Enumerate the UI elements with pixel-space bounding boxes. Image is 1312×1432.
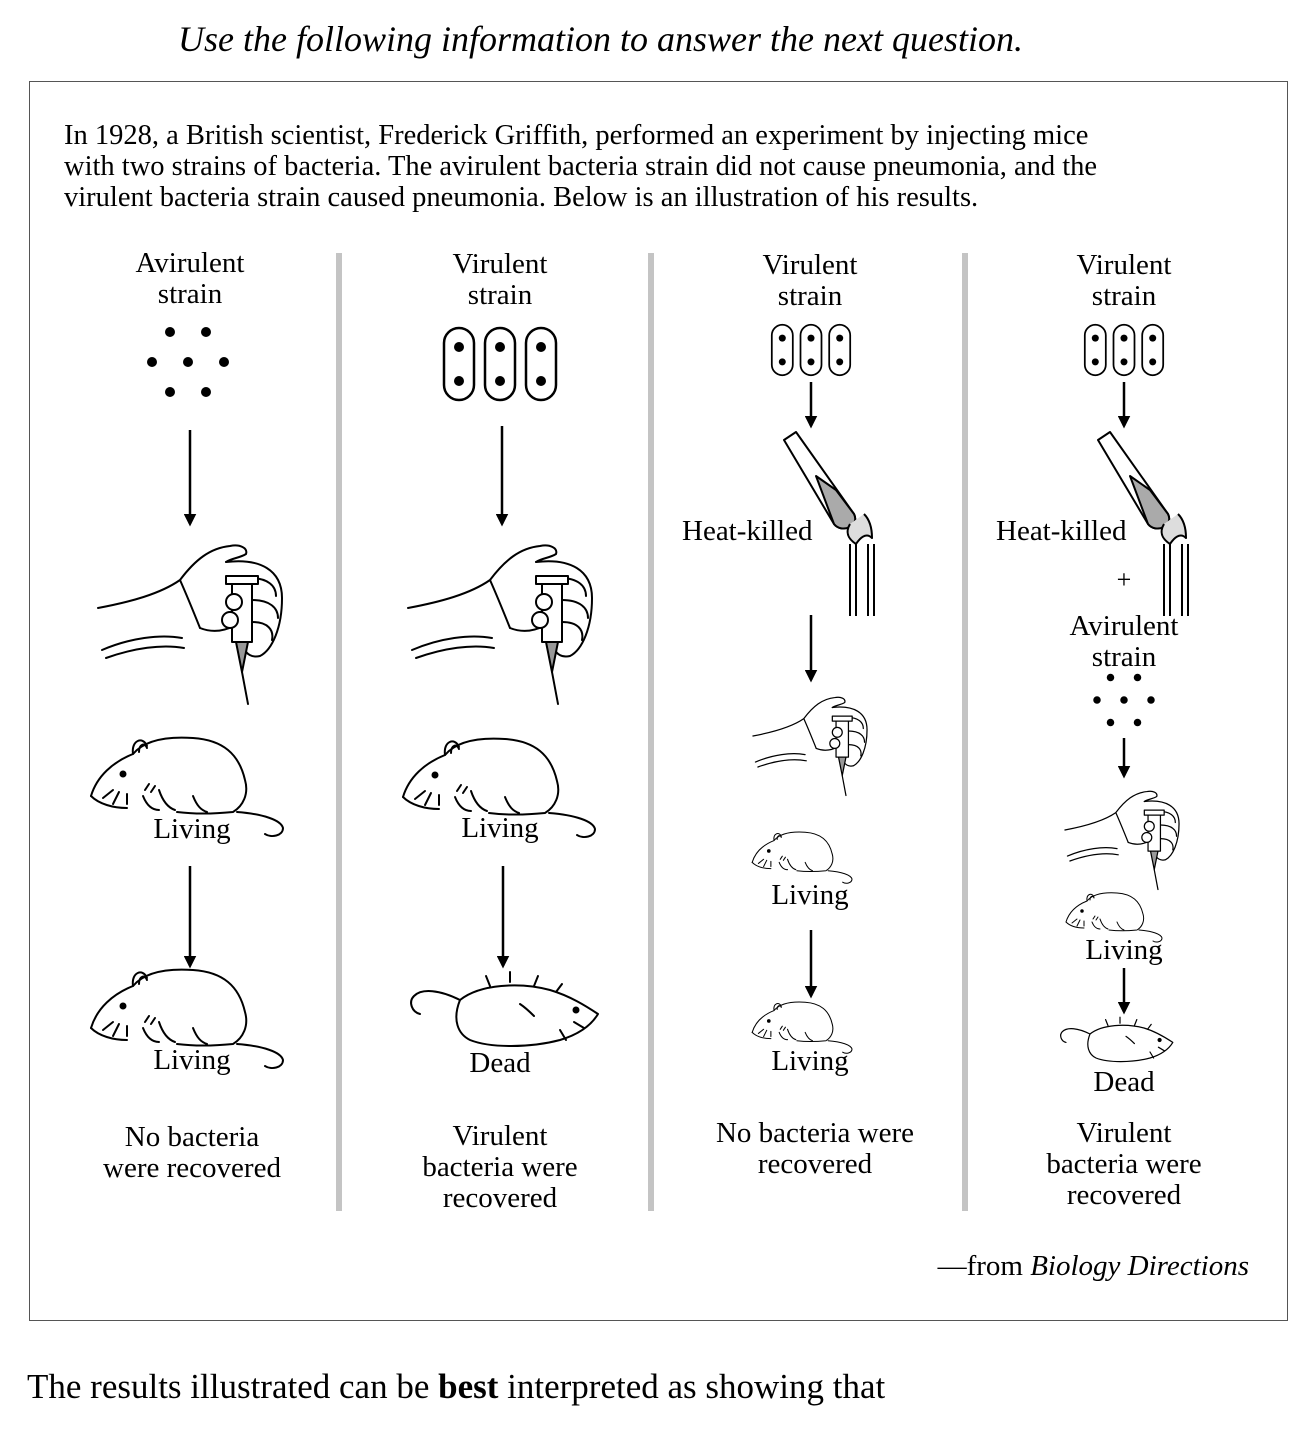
source-citation: —from Biology Directions	[937, 1250, 1249, 1282]
treatment-label: Heat-killed	[996, 515, 1127, 547]
mouse-status-label: Dead	[469, 1047, 531, 1079]
information-box	[29, 81, 1288, 1321]
question-stem: The results illustrated can be best inte…	[27, 1367, 886, 1406]
intro-line: with two strains of bacteria. The avirul…	[64, 151, 1098, 182]
column-divider	[648, 253, 654, 1211]
mouse-status-label: Living	[153, 1044, 231, 1076]
intro-line: In 1928, a British scientist, Frederick …	[64, 120, 1089, 151]
plus-sign: +	[1116, 565, 1132, 594]
mouse-status-label: Living	[771, 1045, 849, 1077]
mouse-status-label: Living	[1085, 934, 1163, 966]
mouse-status-label: Living	[153, 813, 231, 845]
mouse-status-label: Living	[461, 812, 539, 844]
instruction-header: Use the following information to answer …	[178, 19, 1023, 59]
column-divider	[336, 253, 342, 1211]
intro-line: virulent bacteria strain caused pneumoni…	[64, 182, 979, 213]
intro-paragraph: In 1928, a British scientist, Frederick …	[64, 120, 1264, 213]
column-divider	[962, 253, 968, 1211]
mouse-status-label: Living	[771, 879, 849, 911]
treatment-label: Heat-killed	[682, 515, 813, 547]
mouse-status-label: Dead	[1093, 1066, 1155, 1098]
